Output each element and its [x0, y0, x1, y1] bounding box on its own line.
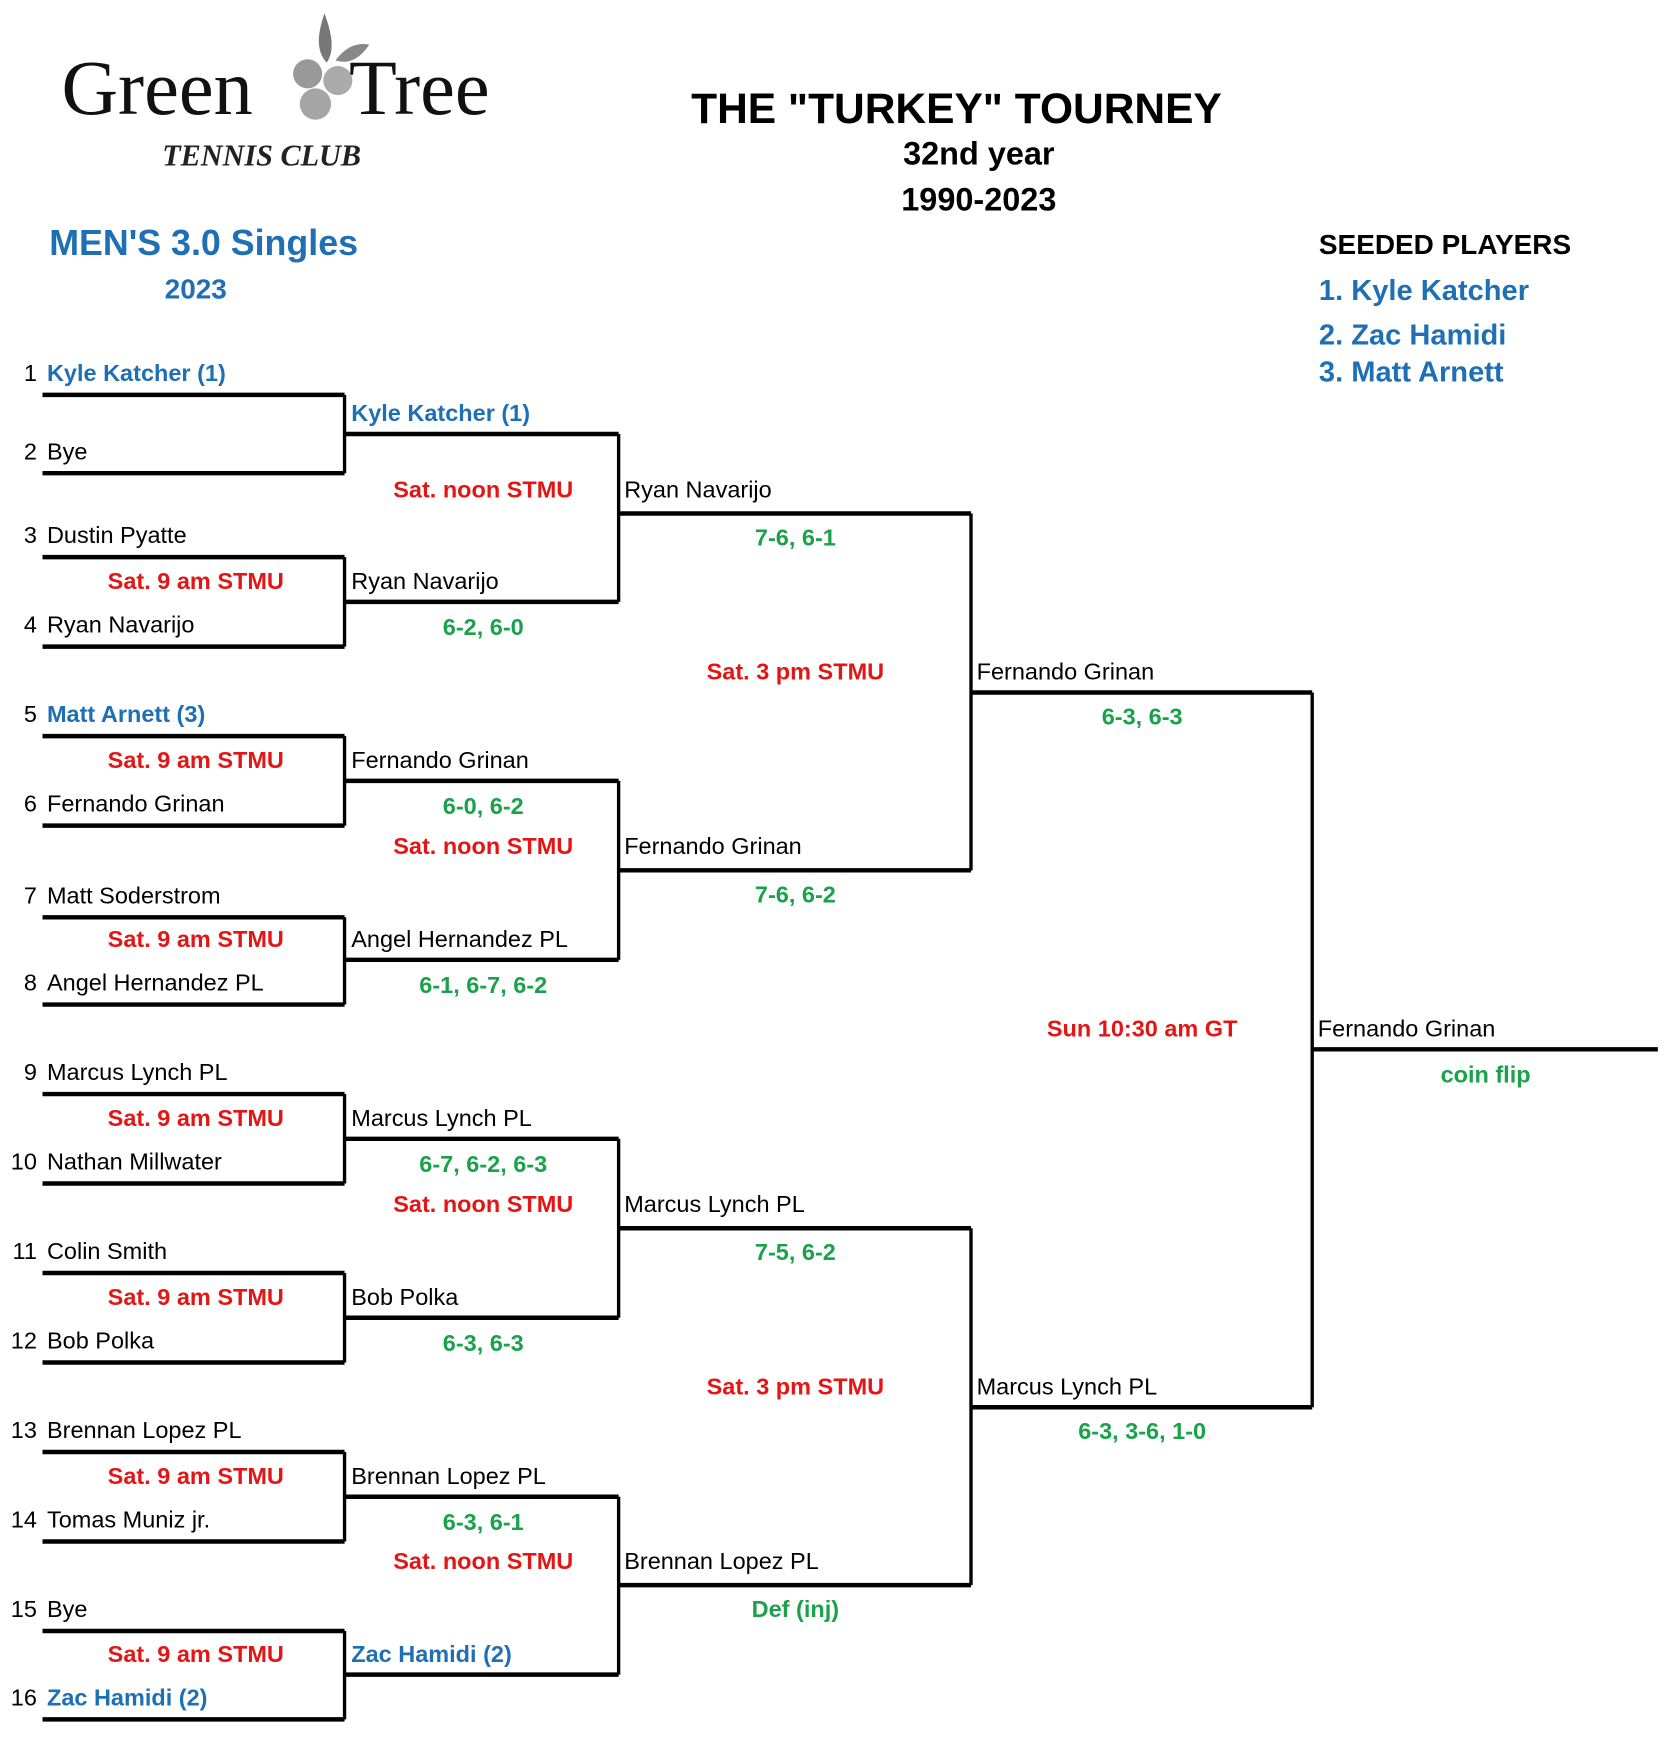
- player-name: Brennan Lopez PL: [47, 1417, 242, 1443]
- seed-number: 12: [11, 1328, 37, 1354]
- player-name: Kyle Katcher (1): [351, 400, 530, 426]
- seed-number: 11: [13, 1238, 37, 1264]
- player-name: Kyle Katcher (1): [47, 360, 226, 386]
- match-score: 6-3, 6-3: [443, 1330, 524, 1356]
- player-name: Marcus Lynch PL: [977, 1373, 1158, 1399]
- match-score: 7-6, 6-1: [755, 524, 836, 550]
- player-name: Fernando Grinan: [47, 791, 225, 817]
- match-schedule: Sat. 9 am STMU: [108, 568, 284, 594]
- player-name: Colin Smith: [47, 1238, 167, 1264]
- match-score: 6-3, 6-3: [1102, 703, 1183, 729]
- seed-number: 15: [11, 1596, 37, 1622]
- player-name: Angel Hernandez PL: [47, 970, 264, 996]
- seeded-player-3: 3. Matt Arnett: [1319, 356, 1504, 388]
- match-score: 6-7, 6-2, 6-3: [419, 1151, 547, 1177]
- seed-number: 1: [24, 360, 37, 386]
- player-name: Fernando Grinan: [624, 833, 802, 859]
- match-score: 7-5, 6-2: [755, 1239, 836, 1265]
- match-schedule: Sat. 3 pm STMU: [707, 659, 884, 685]
- player-name: Dustin Pyatte: [47, 522, 187, 548]
- player-name: Fernando Grinan: [977, 659, 1155, 685]
- player-name: Tomas Muniz jr.: [47, 1507, 210, 1533]
- seeded-player-2: 2. Zac Hamidi: [1319, 320, 1506, 352]
- player-name: Zac Hamidi (2): [351, 1641, 512, 1667]
- player-name: Marcus Lynch PL: [351, 1105, 532, 1131]
- seed-number: 14: [11, 1507, 37, 1533]
- match-schedule: Sat. 9 am STMU: [108, 747, 284, 773]
- player-name: Bob Polka: [47, 1328, 155, 1354]
- seed-number: 4: [24, 612, 37, 638]
- match-schedule: Sat. 9 am STMU: [108, 1463, 284, 1489]
- match-schedule: Sat. 9 am STMU: [108, 1284, 284, 1310]
- seed-number: 13: [11, 1417, 37, 1443]
- seed-number: 16: [11, 1684, 37, 1710]
- seed-number: 7: [24, 882, 37, 908]
- match-schedule: Sun 10:30 am GT: [1047, 1016, 1238, 1042]
- match-schedule: Sat. 3 pm STMU: [707, 1373, 884, 1399]
- seed-number: 10: [11, 1149, 37, 1175]
- seeded-player-1: 1. Kyle Katcher: [1319, 275, 1529, 307]
- tennis-balls-icon: [293, 13, 370, 120]
- player-name: Brennan Lopez PL: [351, 1463, 546, 1489]
- champion-score: coin flip: [1441, 1061, 1531, 1087]
- match-score: 6-0, 6-2: [443, 793, 524, 819]
- logo-subtitle: TENNIS CLUB: [162, 139, 361, 173]
- logo: Green Tree TENNIS CLUB: [62, 13, 490, 173]
- division-year: 2023: [165, 274, 227, 305]
- match-schedule: Sat. noon STMU: [393, 833, 573, 859]
- player-name: Matt Soderstrom: [47, 882, 221, 908]
- player-name: Angel Hernandez PL: [351, 926, 568, 952]
- player-name: Ryan Navarijo: [47, 612, 195, 638]
- player-name: Fernando Grinan: [351, 747, 529, 773]
- player-name: Marcus Lynch PL: [47, 1059, 228, 1085]
- match-schedule: Sat. 9 am STMU: [108, 1641, 284, 1667]
- seed-number: 3: [24, 522, 37, 548]
- seeded-heading: SEEDED PLAYERS: [1319, 229, 1571, 260]
- seed-number: 2: [24, 438, 37, 464]
- player-name: Brennan Lopez PL: [624, 1548, 819, 1574]
- seed-number: 8: [24, 970, 37, 996]
- match-schedule: Sat. 9 am STMU: [108, 926, 284, 952]
- match-schedule: Sat. noon STMU: [393, 1548, 573, 1574]
- player-name: Ryan Navarijo: [351, 568, 498, 594]
- logo-tree: Tree: [349, 44, 490, 131]
- seed-number: 9: [24, 1059, 37, 1085]
- logo-green: Green: [62, 44, 253, 131]
- match-score: 7-6, 6-2: [755, 881, 836, 907]
- player-name: Marcus Lynch PL: [624, 1191, 805, 1217]
- player-name: Bye: [47, 1596, 87, 1622]
- player-name: Nathan Millwater: [47, 1149, 222, 1175]
- match-score: 6-3, 3-6, 1-0: [1078, 1418, 1206, 1444]
- match-score: 6-2, 6-0: [443, 614, 524, 640]
- match-schedule: Sat. 9 am STMU: [108, 1105, 284, 1131]
- seed-number: 6: [24, 791, 37, 817]
- division-title: MEN'S 3.0 Singles: [49, 223, 358, 263]
- match-score: 6-3, 6-1: [443, 1509, 524, 1535]
- player-name: Bye: [47, 438, 87, 464]
- match-schedule: Sat. noon STMU: [393, 476, 573, 502]
- tournament-year-count: 32nd year: [903, 135, 1055, 171]
- champion-name: Fernando Grinan: [1318, 1016, 1496, 1042]
- player-name: Matt Arnett (3): [47, 701, 205, 727]
- page-title: THE "TURKEY" TOURNEY: [691, 86, 1222, 133]
- match-score: Def (inj): [752, 1596, 839, 1622]
- player-name: Bob Polka: [351, 1284, 459, 1310]
- match-score: 6-1, 6-7, 6-2: [419, 972, 547, 998]
- player-name: Ryan Navarijo: [624, 476, 772, 502]
- tournament-year-range: 1990-2023: [901, 181, 1056, 217]
- match-schedule: Sat. noon STMU: [393, 1191, 573, 1217]
- player-name: Zac Hamidi (2): [47, 1684, 208, 1710]
- seed-number: 5: [24, 701, 37, 727]
